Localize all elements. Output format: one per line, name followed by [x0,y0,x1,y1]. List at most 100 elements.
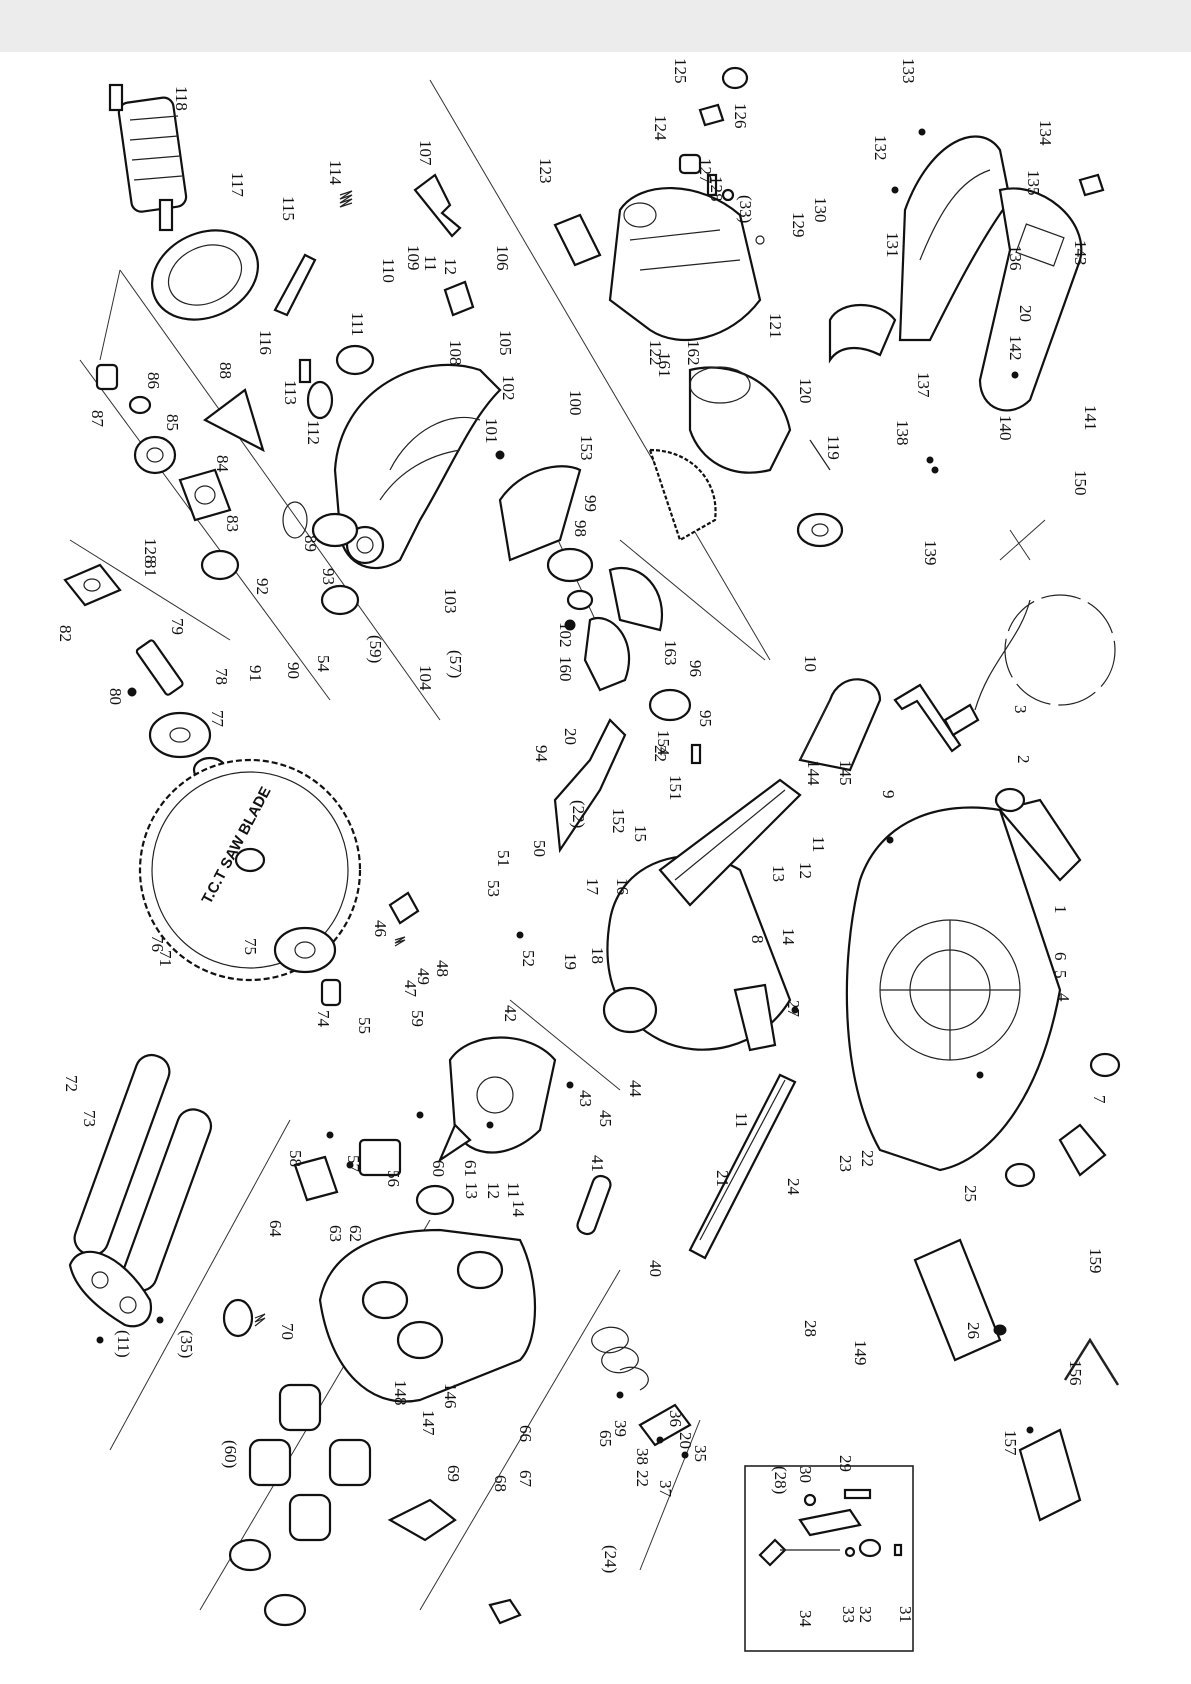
saw-arm-body [602,778,802,1051]
part-label: 94 [532,745,551,763]
part-label: 143 [1071,240,1090,266]
part-label: 17 [583,878,602,896]
part-label: 12 [441,258,460,275]
part-label: 72 [62,1075,81,1092]
brush-cap-parts [678,66,765,245]
pin-41 [576,1174,612,1236]
part-label: 148 [391,1380,410,1406]
part-label: 48 [433,960,452,977]
part-label: 139 [921,540,940,566]
part-label: 11 [732,1112,751,1128]
upper-blade-guard [311,363,502,570]
part-label: 91 [246,665,265,682]
part-label: 38 [633,1448,652,1465]
part-label: 22 [858,1150,877,1167]
part-label: 58 [286,1150,305,1167]
plate-36 [638,1403,692,1447]
part-label: 99 [581,495,600,512]
part-label: 28 [801,1320,820,1337]
motor-armature [108,83,188,232]
part-label: 110 [379,258,398,283]
swing-arm-42 [437,1036,557,1163]
part-label: 82 [56,625,75,642]
part-label: 114 [326,160,345,185]
part-label: 51 [494,850,513,867]
ring-60 [415,1184,455,1216]
part-label: 42 [501,1005,520,1022]
part-label: (60) [221,1440,240,1468]
part-label: 34 [796,1610,815,1628]
wedge-88 [202,388,265,453]
part-label: 20 [1016,305,1035,322]
part-label: 4 [1054,993,1073,1002]
part-label: 131 [883,232,902,258]
motor-field-ring [150,229,260,321]
part-label: 127 [696,158,715,184]
part-label: 9 [879,790,898,799]
part-label: 15 [631,825,650,842]
fence-21 [688,1073,797,1260]
part-label: 44 [626,1080,645,1098]
part-label: 41 [588,1155,607,1172]
part-label: 129 [789,212,808,238]
part-label: 113 [281,380,300,405]
part-label: 89 [301,535,320,552]
label-plate-123 [553,213,602,267]
spindle-79 [127,639,184,697]
part-label: 6 [1051,952,1070,961]
part-label: 25 [961,1185,980,1202]
o-ring-54 [320,584,360,616]
turntable-accessories [893,683,1121,1188]
part-label: 149 [851,1340,870,1366]
part-label: 112 [304,420,323,445]
guard-hub [564,617,631,692]
part-label: 13 [769,865,788,882]
part-label: 43 [576,1090,595,1107]
part-label: 124 [651,115,670,141]
part-label: 77 [208,710,227,728]
part-label: 130 [811,197,830,223]
lower-guard [498,448,717,632]
part-label: 62 [346,1225,365,1242]
part-label: 18 [588,947,607,964]
part-label: 10 [801,655,820,672]
part-label: 100 [566,390,585,416]
part-label: 8 [748,935,767,944]
part-label: 98 [571,520,590,537]
part-label: 141 [1081,405,1100,431]
part-label: 126 [731,103,750,129]
part-label: 5 [1051,970,1070,979]
part-label: 24 [784,1178,803,1196]
part-label: 157 [1001,1430,1020,1456]
roller-119 [796,439,844,548]
block-56 [358,1138,402,1177]
part-label: 59 [408,1010,427,1027]
part-label: 133 [899,58,918,84]
part-label: 152 [609,808,628,834]
part-label: 105 [496,330,515,356]
part-label: 93 [319,568,338,585]
part-label: 63 [326,1225,345,1242]
lever-107 [413,173,462,238]
part-label: 2 [1014,755,1033,764]
bushing-set [228,1383,372,1627]
lever-69 [387,1498,457,1542]
part-label: 7 [1090,1095,1109,1104]
part-label: 119 [824,435,843,460]
part-label: 66 [516,1425,535,1442]
part-label: 138 [893,420,912,446]
part-label: 53 [484,880,503,897]
washer-96 [648,688,702,765]
part-label: 45 [596,1110,615,1127]
part-label: 87 [88,410,107,428]
part-label: 95 [696,710,715,727]
grip-130 [828,303,897,364]
link-arm-94 [553,718,627,854]
bracket-108 [443,280,475,317]
part-label: 74 [314,1010,333,1028]
part-label: 116 [256,330,275,355]
part-label: 71 [156,950,175,967]
part-label: 70 [278,1323,297,1340]
part-label: (57) [446,650,465,678]
part-label: 26 [964,1322,983,1339]
